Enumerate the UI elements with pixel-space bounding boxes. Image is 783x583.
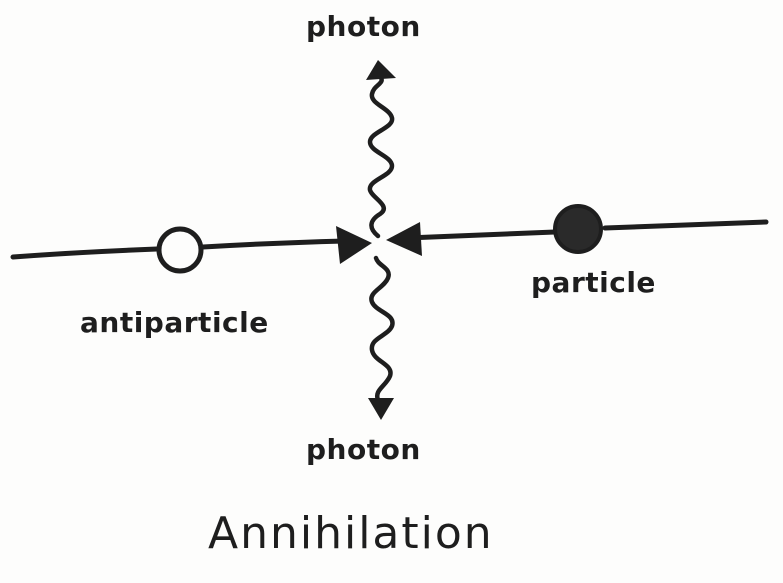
antiparticle-marker bbox=[156, 226, 204, 274]
particle-marker bbox=[553, 204, 603, 254]
photon-bottom-arrowhead bbox=[368, 398, 394, 420]
photon-bottom-wave bbox=[369, 255, 395, 403]
particle-arrowhead bbox=[386, 222, 422, 256]
antiparticle-label: antiparticle bbox=[80, 306, 269, 339]
particle-label: particle bbox=[531, 266, 656, 299]
antiparticle-arrowhead bbox=[336, 226, 372, 264]
photon-bottom-label: photon bbox=[306, 433, 421, 466]
diagram-title: Annihilation bbox=[208, 508, 494, 559]
photon-top-wave bbox=[367, 73, 395, 239]
particle-line bbox=[404, 219, 769, 241]
antiparticle-line bbox=[10, 238, 348, 260]
photon-top-arrowhead bbox=[366, 60, 396, 80]
photon-top-label: photon bbox=[306, 10, 421, 43]
